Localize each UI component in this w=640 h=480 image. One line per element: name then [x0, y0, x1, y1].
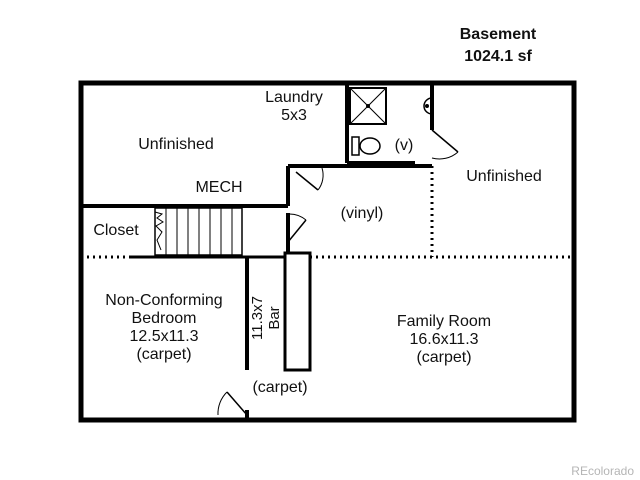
closet-door: [287, 213, 307, 243]
bar-counter: [283, 251, 312, 372]
hall-floor-label: (vinyl): [341, 205, 384, 222]
bedroom-size: 12.5x11.3: [129, 328, 198, 345]
toilet-icon: [351, 136, 381, 156]
bedroom-name-line1: Non-Conforming: [105, 292, 222, 309]
plan-area: 1024.1 sf: [464, 48, 532, 65]
bedroom-floor: (carpet): [136, 346, 191, 363]
shower-icon: [349, 87, 387, 125]
bedroom-name-line2: Bedroom: [132, 310, 197, 327]
bath-floor-label: (v): [395, 137, 414, 154]
bar-name-label: Bar: [266, 306, 283, 329]
family-room-name: Family Room: [397, 313, 491, 330]
mech-door: [295, 167, 324, 191]
outer-wall: [78, 80, 577, 423]
laundry-label: Laundry: [265, 89, 323, 106]
bar-floor-label: (carpet): [252, 379, 307, 396]
laundry-size: 5x3: [281, 107, 307, 124]
unfinished-right-label: Unfinished: [466, 168, 542, 185]
unfinished-left-label: Unfinished: [138, 136, 214, 153]
sink-icon: [423, 97, 433, 115]
bedroom-door: [217, 391, 248, 416]
mech-label: MECH: [195, 179, 242, 196]
bar-size-label: 11.3x7: [249, 296, 266, 340]
family-room-size: 16.6x11.3: [409, 331, 478, 348]
watermark: REcolorado: [571, 464, 634, 478]
family-room-floor: (carpet): [416, 349, 471, 366]
closet-label: Closet: [93, 222, 139, 239]
stairs-icon: [154, 207, 243, 256]
plan-title: Basement: [460, 26, 537, 43]
bath-door: [431, 129, 459, 160]
